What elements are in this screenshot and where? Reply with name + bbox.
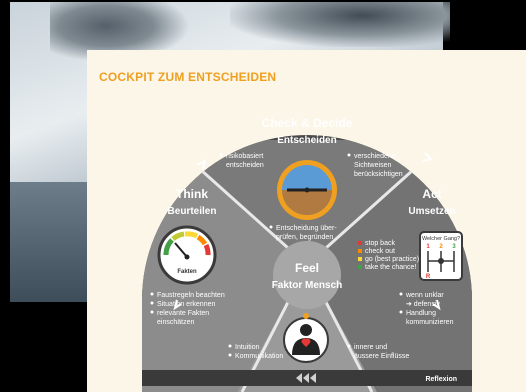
svg-text:risikobasiert: risikobasiert <box>226 153 263 160</box>
slide-card: COCKPIT ZUM ENTSCHEIDEN <box>87 50 526 392</box>
svg-text:2: 2 <box>439 244 443 250</box>
snow-slope <box>10 182 90 302</box>
feel-right-bullets: innere und äussere Einflüsse <box>347 344 409 360</box>
svg-text:check out: check out <box>365 248 395 255</box>
svg-text:Entscheidung über-: Entscheidung über- <box>276 225 337 232</box>
svg-text:stop back: stop back <box>365 240 395 247</box>
feel-title: Feel <box>295 261 319 275</box>
check-title: Check & Decide <box>262 116 353 130</box>
act-options: stop back check out go (best practice) t… <box>358 240 419 271</box>
reflexion-label: Reflexion <box>425 376 457 383</box>
check-subtitle: Entscheiden <box>277 135 336 146</box>
svg-text:wenn unklar: wenn unklar <box>405 292 444 299</box>
svg-text:entscheiden: entscheiden <box>226 162 264 169</box>
svg-text:go (best practice): go (best practice) <box>365 256 419 263</box>
card-title: COCKPIT ZUM ENTSCHEIDEN <box>99 70 277 84</box>
svg-text:Kommunikation: Kommunikation <box>235 353 283 360</box>
gear-shifter-panel: Welcher Gang? 1 2 3 R <box>419 231 463 281</box>
svg-text:verschiedene: verschiedene <box>354 153 396 160</box>
cockpit-diagram: Check & Decide Entscheiden risikobasiert… <box>142 116 472 392</box>
fakten-gauge <box>157 225 217 285</box>
svg-text:3: 3 <box>452 244 456 250</box>
svg-text:➔ defensiv: ➔ defensiv <box>406 301 440 308</box>
svg-text:take the chance!: take the chance! <box>365 264 416 271</box>
rock-outcrop <box>230 2 450 47</box>
svg-text:innere und: innere und <box>354 344 387 351</box>
think-bullets: Faustregeln beachten Situation erkennen … <box>150 292 225 326</box>
svg-text:äussere Einflüsse: äussere Einflüsse <box>354 353 409 360</box>
person-icon <box>283 313 329 363</box>
think-subtitle: Beurteilen <box>168 206 217 217</box>
gauge-label: Fakten <box>177 269 197 275</box>
feel-left-bullets: Intuition Kommunikation <box>228 344 283 360</box>
svg-text:1: 1 <box>426 244 430 250</box>
think-title: Think <box>176 187 208 201</box>
svg-text:relevante Fakten: relevante Fakten <box>157 310 209 317</box>
svg-text:R: R <box>426 274 431 280</box>
svg-text:berücksichtigen: berücksichtigen <box>354 171 403 178</box>
svg-text:kommunizieren: kommunizieren <box>406 319 454 326</box>
svg-text:Intuition: Intuition <box>235 344 260 351</box>
check-right-bullets: verschiedene Sichtweisen berücksichtigen <box>347 153 403 178</box>
act-bullets: wenn unklar ➔ defensiv Handlung kommuniz… <box>399 292 454 326</box>
feel-subtitle: Faktor Mensch <box>272 280 343 291</box>
svg-text:einschätzen: einschätzen <box>157 319 194 326</box>
gear-label: Welcher Gang? <box>422 236 460 242</box>
svg-text:Handlung: Handlung <box>406 310 436 317</box>
act-title: Act <box>422 187 441 201</box>
attitude-indicator <box>277 160 337 220</box>
act-subtitle: Umsetzen <box>408 206 455 217</box>
svg-text:Situation erkennen: Situation erkennen <box>157 301 215 308</box>
svg-text:prüfen, begründen: prüfen, begründen <box>276 234 333 241</box>
svg-text:Faustregeln beachten: Faustregeln beachten <box>157 292 225 299</box>
reflexion-arrows <box>296 373 316 383</box>
svg-text:Sichtweisen: Sichtweisen <box>354 162 391 169</box>
cycle-arrows <box>173 152 441 311</box>
check-left-bullets: risikobasiert entscheiden <box>219 153 264 169</box>
check-bottom-bullets: Entscheidung über- prüfen, begründen <box>269 225 337 241</box>
center-hub <box>273 241 341 309</box>
